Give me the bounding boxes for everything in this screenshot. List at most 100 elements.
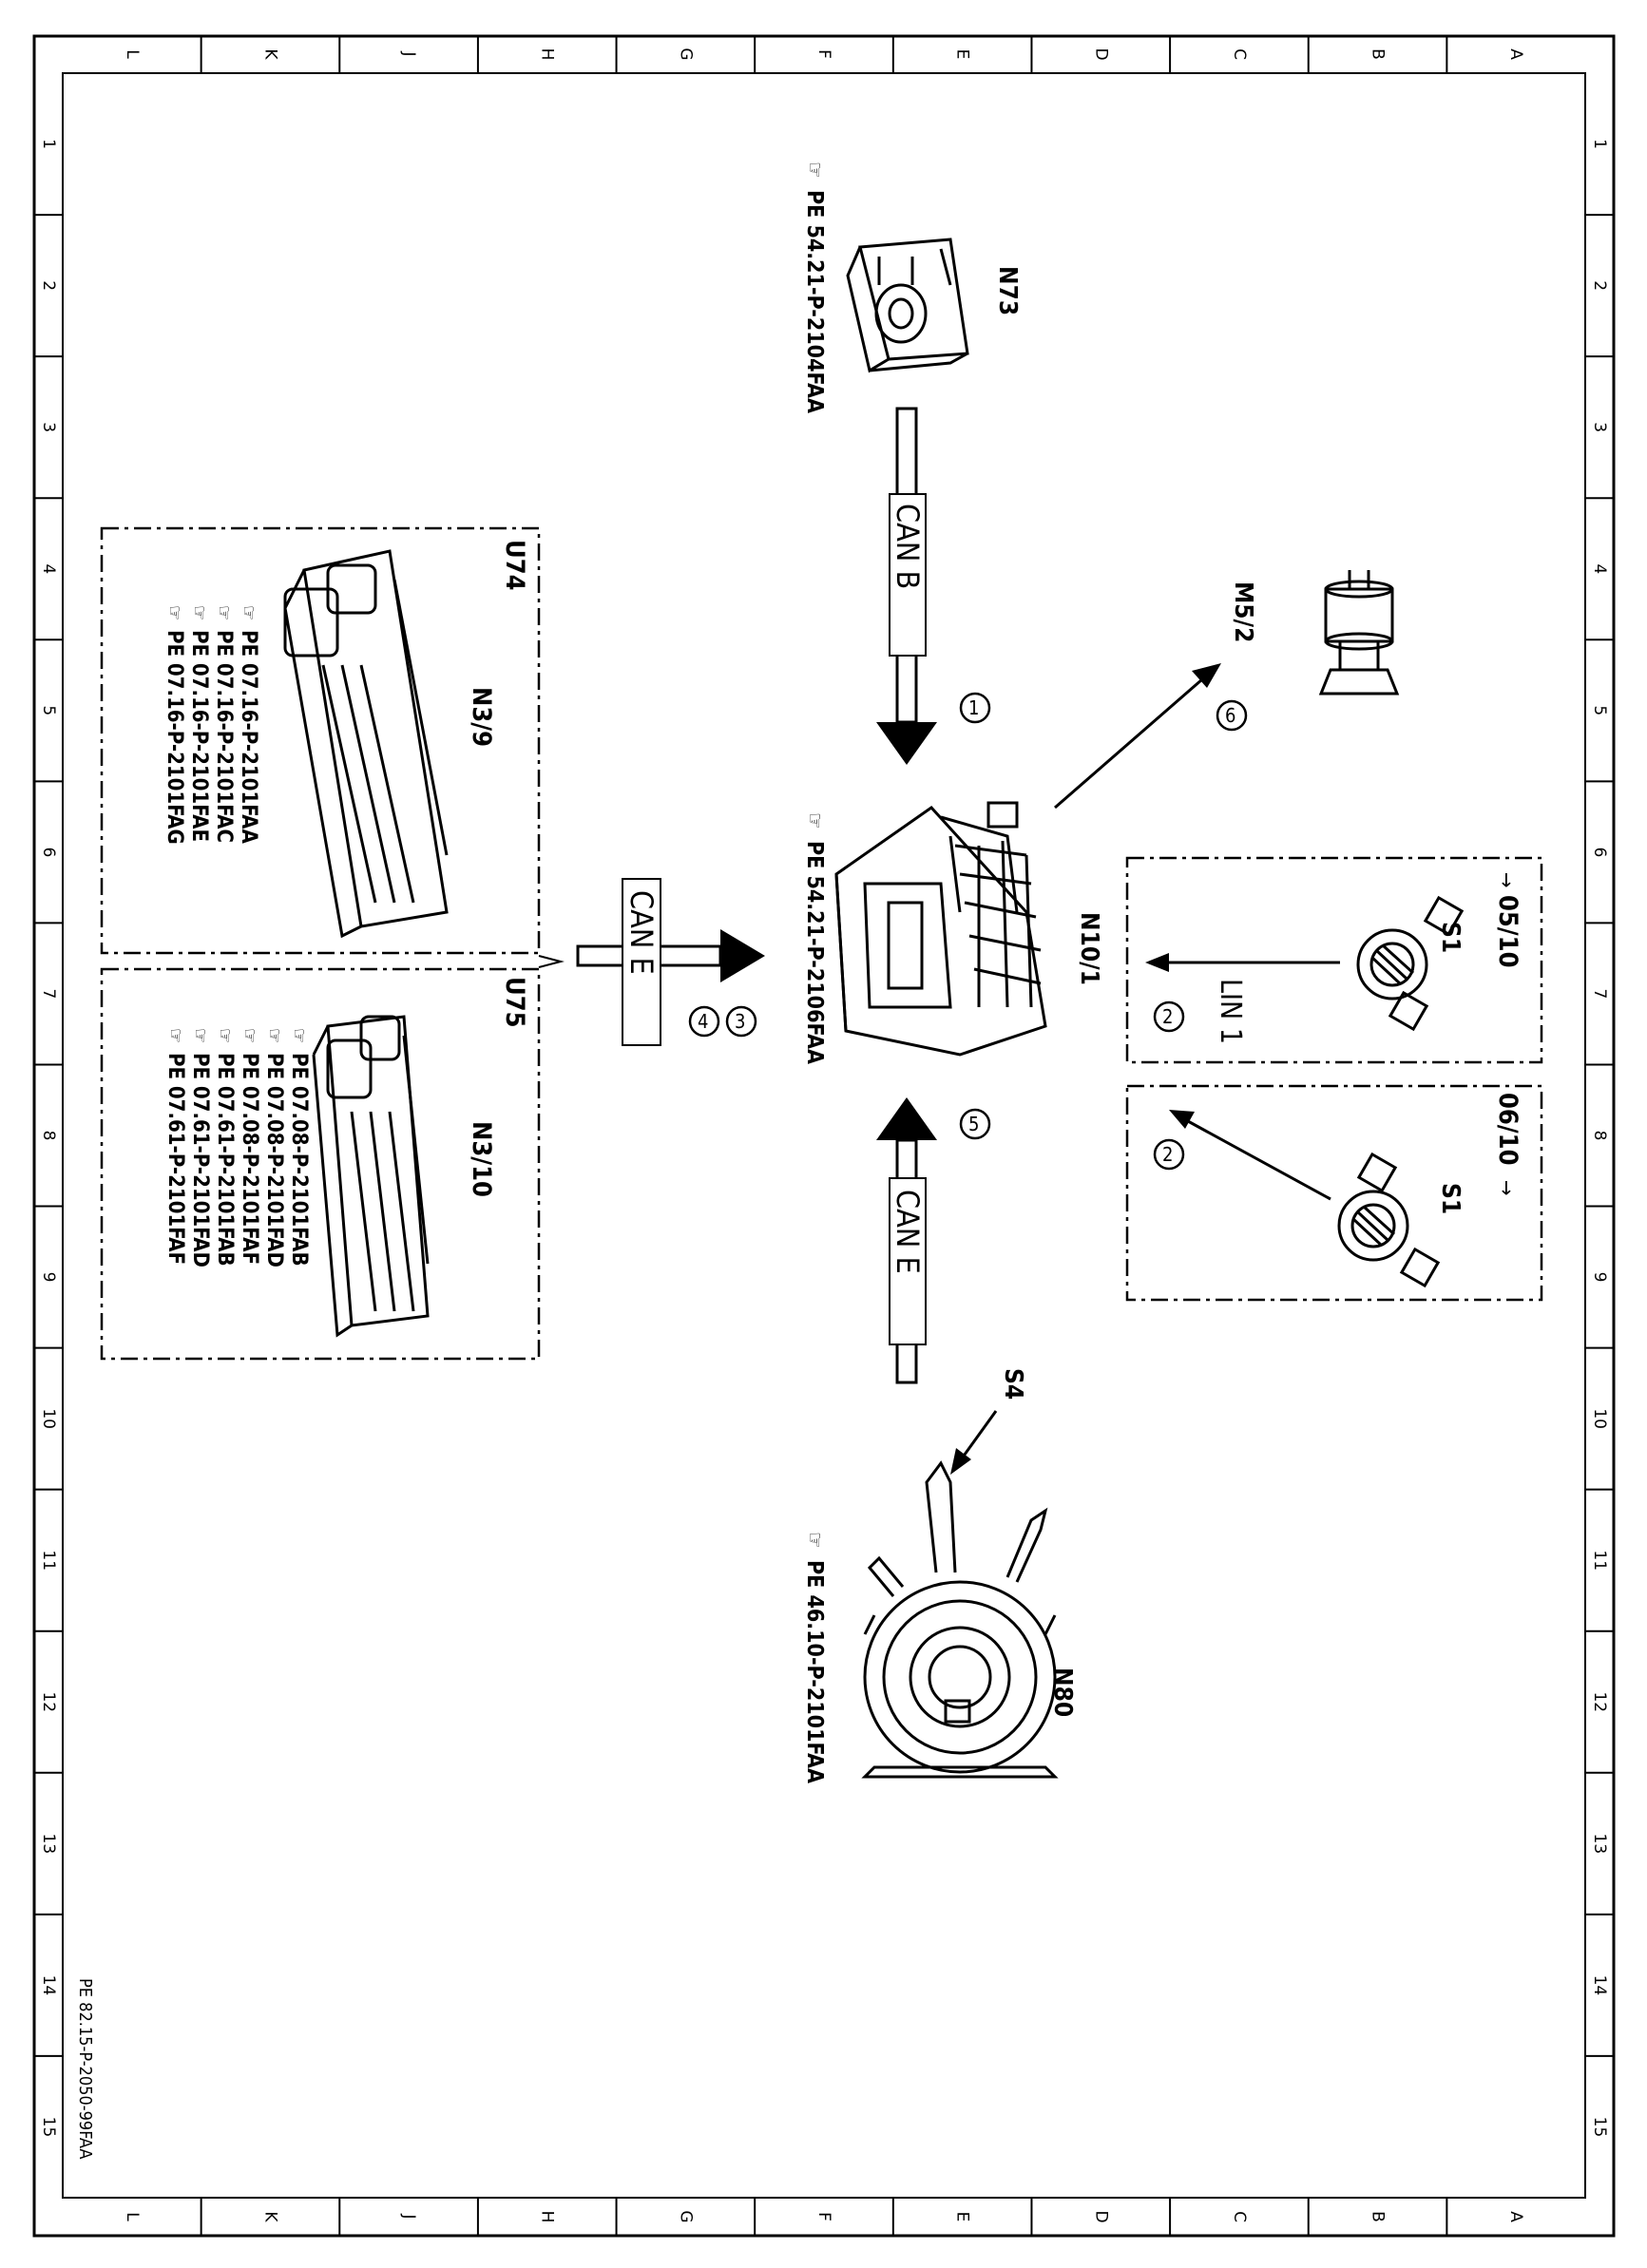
n3-9-label: N3/9	[467, 687, 496, 747]
n80-component: N80 ☞ PE 46.10-P-2101FAA S4	[802, 1368, 1077, 1783]
grid-letter-top: J	[399, 50, 418, 56]
m5-2-motor-icon	[1318, 570, 1400, 696]
pointer-hand-icon: ☞	[213, 605, 236, 620]
grid-letter-top: E	[953, 49, 972, 60]
u75-ref-2: PE 07.08-P-2101FAD	[262, 1053, 286, 1267]
grid-letter-top: F	[814, 49, 833, 59]
n73-component: N73 ☞ PE 54.21-P-2104FAA	[802, 162, 1022, 413]
n73-label: N73	[993, 266, 1022, 315]
grid-letter-top: C	[1230, 48, 1249, 60]
grid-number-right: 2	[1590, 280, 1609, 291]
pointer-hand-icon: ☞	[163, 605, 186, 620]
pointer-hand-icon: ☞	[288, 1028, 311, 1043]
grid-number-left: 9	[39, 1272, 58, 1283]
u75-label: U75	[500, 977, 529, 1028]
grid-number-right: 4	[1590, 563, 1609, 574]
callout-2a-text: 2	[1162, 1005, 1173, 1028]
s1-top-label: S1	[1436, 922, 1465, 953]
grid-letter-bottom: E	[953, 2212, 972, 2222]
u75-group: U75 N3/10 ☞ PE 07.08-P-2101FAB ☞ PE 07.0…	[100, 967, 541, 1361]
n10-1-label: N10/1	[1075, 912, 1103, 985]
callout-4: 4	[688, 1005, 720, 1038]
u74-ref-1: PE 07.16-P-2101FAA	[237, 630, 260, 844]
pointer-hand-icon: ☞	[802, 812, 826, 829]
s4-label: S4	[999, 1368, 1027, 1400]
pointer-hand-icon: ☞	[802, 162, 826, 179]
n80-steering-column-module-icon	[861, 1460, 1059, 1779]
document-code: PE 82.15-P-2050-99FAA	[75, 1978, 95, 2160]
grid-number-right: 7	[1590, 989, 1609, 1000]
u74-ref-3: PE 07.16-P-2101FAE	[187, 630, 211, 842]
grid-number-right: 6	[1590, 847, 1609, 857]
grid-number-left: 8	[39, 1131, 58, 1141]
grid-number-left: 6	[39, 847, 58, 857]
grid-letter-top: B	[1369, 48, 1388, 60]
n80-reference: PE 46.10-P-2101FAA	[802, 1560, 827, 1783]
u74-label: U74	[500, 540, 529, 591]
pointer-hand-icon: ☞	[214, 1028, 237, 1043]
grid-letter-bottom: K	[260, 2211, 279, 2222]
grid-letter-top: G	[676, 48, 695, 60]
grid-letter-top: A	[1506, 48, 1525, 60]
grid-number-right: 13	[1590, 1834, 1609, 1855]
grid-letter-bottom: H	[538, 2211, 557, 2223]
s1-up-to-05-10-label: 05/10	[1493, 895, 1523, 967]
arrow-glyph: →	[1494, 1180, 1518, 1196]
grid-letter-top: K	[260, 48, 279, 60]
n73-module-icon	[846, 238, 969, 373]
callout-5-text: 5	[968, 1113, 979, 1135]
u74-ref-4: PE 07.16-P-2101FAG	[163, 630, 186, 845]
grid-number-right: 5	[1590, 705, 1609, 715]
grid-number-left: 5	[39, 705, 58, 715]
u75-ref-3: PE 07.08-P-2101FAF	[238, 1053, 261, 1265]
u75-ref-1: PE 07.08-P-2101FAB	[287, 1053, 311, 1267]
callout-2b-text: 2	[1162, 1143, 1173, 1166]
grid-number-left: 1	[39, 139, 58, 149]
u74-group: U74 N3/9 ☞ PE 07.16-P-2101FAA ☞ PE 07.16…	[100, 526, 541, 955]
grid-number-right: 12	[1590, 1691, 1609, 1712]
grid-number-left: 12	[39, 1691, 58, 1712]
grid-number-left: 2	[39, 280, 58, 291]
s1-up-to-05-10-group: → 05/10 S1 LIN 1 2	[1125, 856, 1543, 1064]
n10-1-module-icon	[834, 801, 1047, 1057]
n3-10-ecu-icon	[312, 1015, 430, 1338]
u74-ref-2: PE 07.16-P-2101FAC	[212, 630, 236, 843]
n10-1-reference: PE 54.21-P-2106FAA	[802, 841, 827, 1064]
grid-number-right: 8	[1590, 1131, 1609, 1141]
m5-2-label: M5/2	[1229, 581, 1257, 642]
s1-bottom-switch-icon	[1337, 1152, 1441, 1288]
grid-number-left: 13	[39, 1834, 58, 1855]
can-b-label: CAN B	[890, 504, 926, 589]
grid-number-left: 3	[39, 422, 58, 432]
u75-ref-4: PE 07.61-P-2101FAB	[213, 1053, 237, 1267]
callout-5: 5	[959, 1108, 991, 1140]
n73-reference: PE 54.21-P-2104FAA	[802, 190, 827, 413]
m5-2-component: M5/2	[1229, 570, 1400, 696]
callout-1: 1	[959, 692, 991, 724]
grid-letter-top: H	[538, 48, 557, 61]
grid-letter-top: L	[123, 49, 142, 59]
grid-letter-bottom: L	[123, 2212, 142, 2221]
grid-number-left: 10	[39, 1408, 58, 1429]
callout-2b: 2	[1153, 1138, 1185, 1171]
pointer-hand-icon: ☞	[188, 605, 211, 620]
pointer-hand-icon: ☞	[164, 1028, 187, 1043]
callout-6: 6	[1216, 699, 1248, 732]
pointer-hand-icon: ☞	[189, 1028, 212, 1043]
callout-3-text: 3	[735, 1010, 745, 1033]
grid-ticks	[34, 36, 1614, 2236]
s1-from-06-10-label: 06/10	[1493, 1093, 1523, 1165]
n80-label: N80	[1048, 1668, 1077, 1717]
lin-1-label: LIN 1	[1214, 979, 1247, 1044]
grid-number-right: 14	[1590, 1975, 1609, 1996]
n3-9-ecu-icon	[283, 549, 449, 939]
pointer-hand-icon: ☞	[802, 1532, 826, 1549]
s1-from-06-10-group: 06/10 → S1 2	[1125, 1084, 1543, 1302]
grid-number-left: 4	[39, 563, 58, 574]
grid-letter-top: D	[1091, 48, 1110, 60]
grid-number-left: 7	[39, 989, 58, 1000]
callout-4-text: 4	[698, 1010, 708, 1033]
grid-number-right: 11	[1590, 1550, 1609, 1571]
n10-1-component: N10/1 ☞ PE 54.21-P-2106FAA	[802, 801, 1103, 1064]
